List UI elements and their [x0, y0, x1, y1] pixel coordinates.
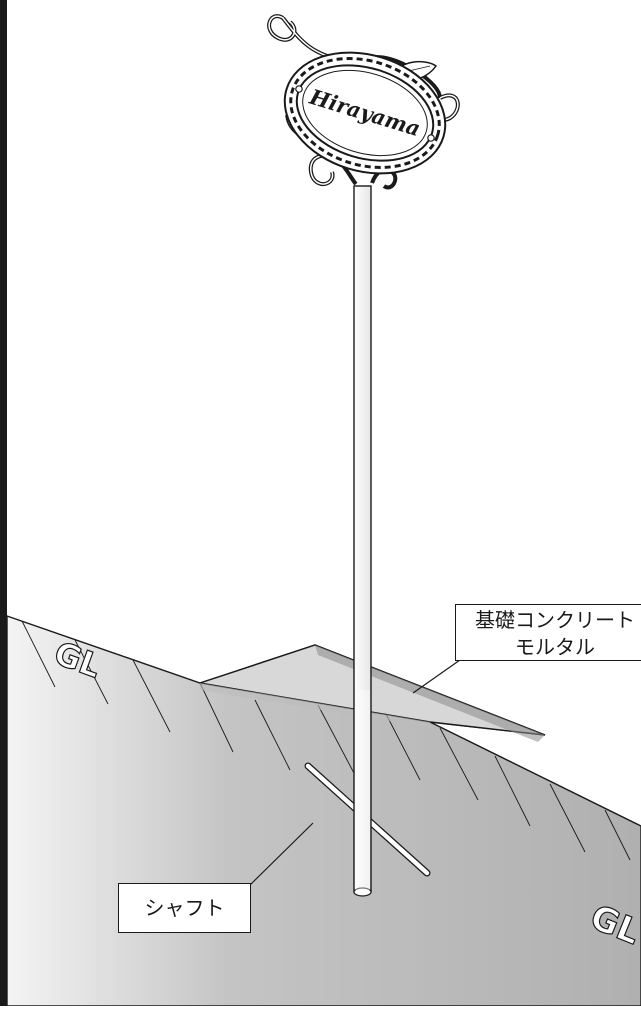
foundation-slab-edge	[315, 645, 545, 742]
foundation-volume	[200, 683, 430, 728]
callout-foundation-line1: 基礎コンクリート	[475, 608, 635, 632]
leader-line-shaft	[249, 822, 314, 886]
sign-plate-inner	[302, 69, 428, 157]
screw-left	[295, 85, 303, 93]
callout-shaft: シャフト	[118, 883, 251, 933]
sign-pole	[353, 185, 372, 897]
ground-hatching	[21, 620, 631, 861]
sign-frame-wrap	[289, 57, 441, 169]
callout-foundation-line2: モルタル	[515, 635, 595, 659]
nameplate-sign: Hirayama	[267, 14, 460, 190]
frame-border	[0, 0, 7, 1006]
callout-foundation: 基礎コンクリート モルタル	[455, 604, 641, 661]
screw-right	[427, 134, 435, 142]
callout-shaft-text: シャフト	[144, 896, 225, 920]
leader-line-foundation	[412, 659, 461, 694]
